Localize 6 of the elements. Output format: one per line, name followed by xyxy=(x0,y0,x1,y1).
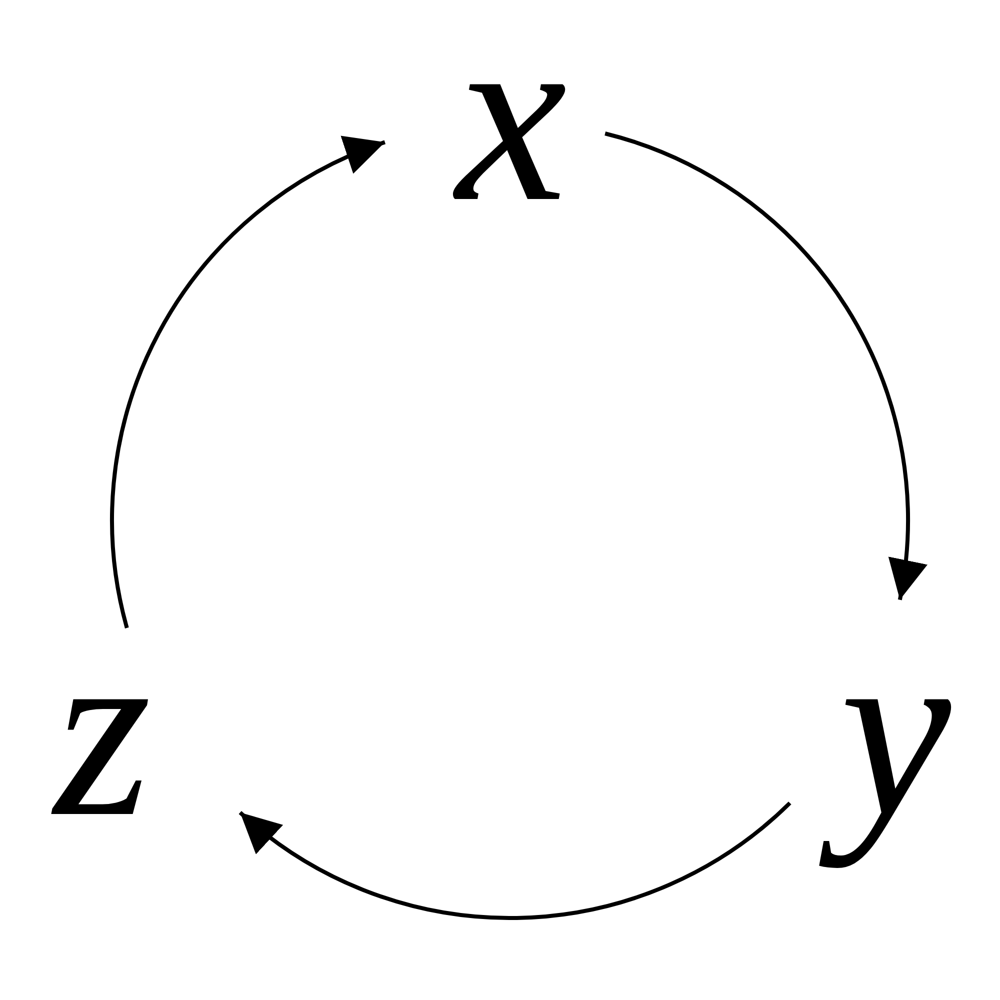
variable-label: z xyxy=(30,628,240,833)
variable-label: x xyxy=(385,16,605,216)
arrow xyxy=(238,802,792,920)
arrow xyxy=(604,132,926,600)
arrow xyxy=(110,138,386,628)
variable-label: y xyxy=(790,600,970,885)
